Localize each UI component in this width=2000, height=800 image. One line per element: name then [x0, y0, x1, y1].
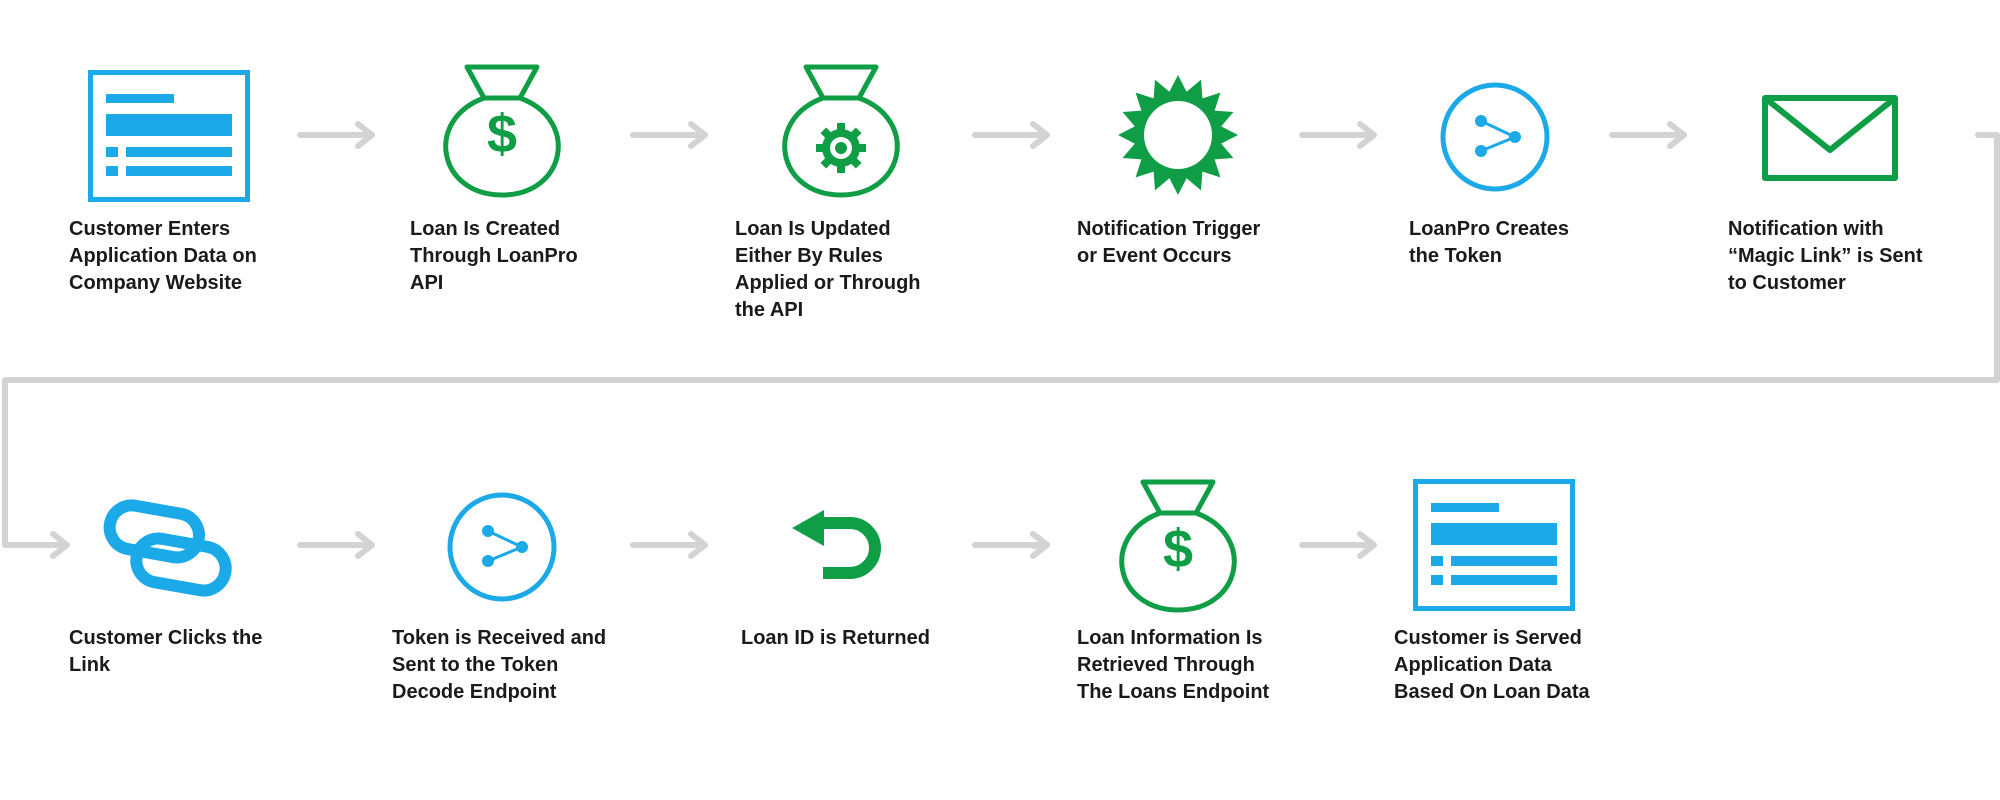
- form-icon: [1413, 479, 1575, 611]
- arrow-8-to-9: [630, 531, 708, 559]
- arrow-1-to-2: [297, 121, 375, 149]
- form-icon: [88, 70, 250, 202]
- arrow-4-to-5: [1299, 121, 1377, 149]
- arrow-9-to-10: [972, 531, 1050, 559]
- step-7-label: Customer Clicks the Link: [69, 627, 263, 676]
- flow-connectors: [2, 121, 2000, 559]
- arrow-3-to-4: [972, 121, 1050, 149]
- svg-text:$: $: [487, 104, 517, 164]
- share-token-icon: [447, 492, 557, 602]
- step-5-label: LoanPro Creates the Token: [1409, 218, 1570, 267]
- step-8-label: Token is Received and Sent to the Token …: [392, 627, 607, 703]
- step-11-label: Customer is Served Application Data Base…: [1394, 627, 1590, 703]
- money-bag-icon: $: [1119, 479, 1237, 613]
- row-wrap-connector: [2, 132, 2000, 559]
- step-3-label: Loan Is Updated Either By Rules Applied …: [735, 218, 921, 321]
- arrow-5-to-6: [1609, 121, 1687, 149]
- step-6-label: Notification with “Magic Link” is Sent t…: [1728, 218, 1923, 294]
- step-4-label: Notification Trigger or Event Occurs: [1077, 218, 1261, 267]
- gear-icon: [816, 123, 866, 173]
- arrow-7-to-8: [297, 531, 375, 559]
- step-10-label: Loan Information Is Retrieved Through Th…: [1077, 627, 1270, 703]
- chain-link-icon: [103, 499, 232, 597]
- svg-text:$: $: [1163, 519, 1193, 579]
- share-token-icon: [1440, 82, 1550, 192]
- step-2-label: Loan Is Created Through LoanPro API: [410, 218, 578, 294]
- money-bag-gear-icon: [782, 64, 900, 198]
- step-9-label: Loan ID is Returned: [741, 627, 930, 649]
- arrow-10-to-11: [1299, 531, 1377, 559]
- return-arrow-icon: [792, 510, 881, 579]
- money-bag-icon: $: [443, 64, 561, 198]
- arrow-2-to-3: [630, 121, 708, 149]
- envelope-icon: [1762, 95, 1898, 181]
- step-1-label: Customer Enters Application Data on Comp…: [69, 218, 257, 294]
- burst-icon: [1118, 75, 1238, 195]
